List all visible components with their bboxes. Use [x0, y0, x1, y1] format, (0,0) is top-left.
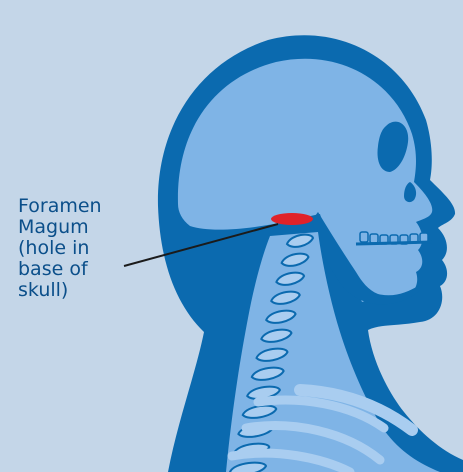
- label-line-4: base of: [18, 259, 138, 280]
- label-line-1: Foramen: [18, 196, 138, 217]
- label-line-5: skull): [18, 280, 138, 301]
- foramen-magnum-label: Foramen Magum (hole in base of skull): [18, 196, 138, 301]
- label-line-2: Magum: [18, 217, 138, 238]
- jaw-line: [356, 242, 432, 244]
- label-line-3: (hole in: [18, 238, 138, 259]
